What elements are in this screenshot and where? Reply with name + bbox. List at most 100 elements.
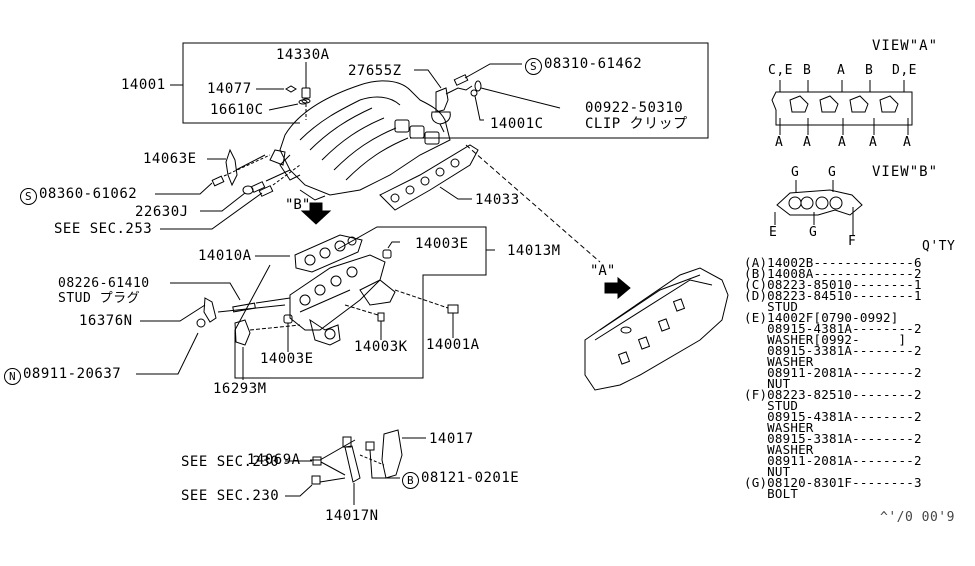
view-a-title: VIEW"A" — [872, 38, 939, 54]
sensor-14330A — [301, 62, 311, 120]
bolt-14001A — [394, 289, 459, 338]
upper-intake-manifold — [269, 80, 451, 201]
view-a-bottom-label: A — [775, 135, 784, 150]
label-08911-20637-text: 08911-20637 — [23, 366, 122, 382]
lower-intake-manifold — [289, 254, 396, 346]
plug-14003E-top — [382, 241, 400, 259]
nut-08911-20637 — [136, 332, 199, 375]
parts-list-row: NUT — [744, 376, 791, 391]
view-b-top-label: G — [791, 165, 800, 180]
label-14013M[interactable]: 14013M — [507, 243, 561, 259]
qty-header: Q'TY — [922, 239, 956, 254]
label-14017N[interactable]: 14017N — [325, 508, 379, 524]
label-14063E[interactable]: 14063E — [143, 151, 197, 167]
label-22630J[interactable]: 22630J — [135, 204, 189, 220]
upper-manifold-frame — [170, 42, 709, 139]
parts-list-row: 08911-2081A--------2 — [744, 453, 922, 468]
gasket-16293M — [234, 319, 301, 380]
view-a-schematic — [771, 80, 913, 135]
label-14001[interactable]: 14001 — [121, 77, 166, 93]
label-14001A[interactable]: 14001A — [426, 337, 480, 353]
view-a-arrow[interactable] — [604, 276, 631, 300]
parts-list-row: (E)14002F[0790-0992] — [744, 310, 899, 325]
parts-list: (A)14002B-------------6 (B)14008A-------… — [744, 255, 922, 501]
bolt-see-sec-230-a — [285, 456, 346, 476]
label-clip-note: CLIP クリップ — [585, 116, 688, 132]
plug-14003E-bottom — [283, 314, 293, 352]
bracket-14017 — [359, 429, 426, 479]
label-00922-50310[interactable]: 00922-50310 — [585, 100, 684, 116]
parts-list-row: 08915-3381A--------2 — [744, 431, 922, 446]
label-14017[interactable]: 14017 — [429, 431, 474, 447]
view-a-bottom-label: A — [803, 135, 812, 150]
label-16293M[interactable]: 16293M — [213, 381, 267, 397]
label-14003E-bottom[interactable]: 14003E — [260, 351, 314, 367]
label-08121-0201E-text: 08121-0201E — [421, 470, 520, 486]
parts-list-row: WASHER[0992- ] — [744, 332, 907, 347]
valve-27655Z — [414, 63, 561, 133]
part-14077 — [256, 85, 297, 93]
s-circle-icon: S — [20, 188, 37, 205]
label-16376N[interactable]: 16376N — [79, 313, 133, 329]
part-16376N — [140, 297, 286, 328]
label-08360-61062-text: 08360-61062 — [39, 186, 138, 202]
parts-list-row: WASHER — [744, 354, 814, 369]
part-16610C — [268, 99, 308, 111]
view-a-top-label: A — [837, 63, 846, 78]
parts-list-row: NUT — [744, 464, 791, 479]
view-b-arrow[interactable] — [300, 202, 332, 225]
label-see-sec-253[interactable]: SEE SEC.253 — [54, 221, 153, 237]
label-14330A[interactable]: 14330A — [276, 47, 330, 63]
bracket-14017N — [344, 445, 361, 505]
view-b-bottom-label: G — [809, 225, 818, 240]
view-b-bottom-label: F — [848, 234, 857, 249]
parts-list-row: WASHER — [744, 442, 814, 457]
view-a-top-label: D,E — [892, 63, 917, 78]
view-a-top-label: C,E — [768, 63, 793, 78]
label-08226-61410[interactable]: 08226-61410 — [58, 276, 150, 291]
label-14033[interactable]: 14033 — [475, 192, 520, 208]
label-14003E-top[interactable]: 14003E — [415, 236, 469, 252]
b-circle-icon: B — [402, 472, 419, 489]
label-see-sec-230-b[interactable]: SEE SEC.230 — [181, 488, 280, 504]
label-27655Z[interactable]: 27655Z — [348, 63, 402, 79]
parts-list-row: WASHER — [744, 420, 814, 435]
parts-list-row: (F)08223-82510--------2 — [744, 387, 922, 402]
plug-14003K — [344, 304, 385, 340]
view-a-top-label: B — [865, 63, 874, 78]
parts-list-row: (B)14008A-------------2 — [744, 266, 922, 281]
label-14003K[interactable]: 14003K — [354, 339, 408, 355]
gasket-14033 — [379, 144, 601, 263]
label-08310-61462-text: 08310-61462 — [544, 56, 643, 72]
bolt-08121-0201E — [365, 441, 400, 479]
bolt-08360-61062 — [155, 154, 271, 195]
parts-list-row: (A)14002B-------------6 — [744, 255, 922, 270]
label-14077[interactable]: 14077 — [207, 81, 252, 97]
label-16610C[interactable]: 16610C — [210, 102, 264, 118]
view-b-bottom-label: E — [769, 225, 778, 240]
parts-list-row: 08915-4381A--------2 — [744, 409, 922, 424]
label-14001C[interactable]: 14001C — [490, 116, 544, 132]
parts-list-row: STUD — [744, 299, 799, 314]
parts-list-row: BOLT — [744, 486, 799, 501]
lower-manifold-frame — [234, 226, 495, 379]
parts-list-row: STUD — [744, 398, 799, 413]
sensor-22630J — [200, 169, 291, 212]
s-circle-icon: S — [525, 58, 542, 75]
parts-list-row: (G)08120-8301F--------3 — [744, 475, 922, 490]
n-circle-icon: N — [4, 368, 21, 385]
parts-list-row: 08915-3381A--------2 — [744, 343, 922, 358]
label-14010A[interactable]: 14010A — [198, 248, 252, 264]
view-b-title: VIEW"B" — [872, 164, 939, 180]
view-a-top-label: B — [803, 63, 812, 78]
label-14069A[interactable]: 14069A — [247, 452, 301, 468]
footer-code: ^'/0 00'9 — [880, 510, 955, 525]
label-see-sec-230-a[interactable]: SEE SEC.230 — [181, 454, 280, 470]
view-b-top-label: G — [828, 165, 837, 180]
view-a-bottom-label: A — [903, 135, 912, 150]
